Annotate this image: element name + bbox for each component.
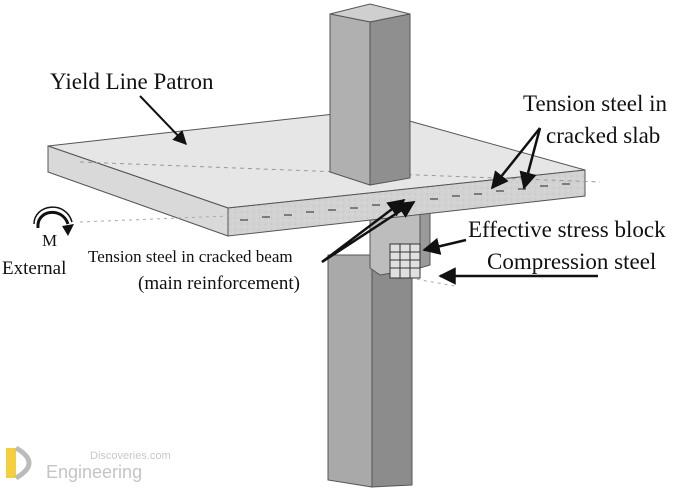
tension-slab-label-line2: cracked slab xyxy=(546,123,661,148)
engineering-discoveries-logo-icon xyxy=(6,445,32,481)
moment-arrow-icon xyxy=(33,206,74,236)
yield-line-leader xyxy=(139,95,187,146)
compression-steel-block xyxy=(389,243,421,279)
tension-beam-label-line1: Tension steel in cracked beam xyxy=(88,247,293,266)
compression-extension-line xyxy=(409,277,456,287)
beam-tension-leader-2 xyxy=(321,200,416,264)
watermark-line2: Engineering xyxy=(46,462,143,482)
yield-line xyxy=(79,161,601,183)
upper-column xyxy=(329,3,411,186)
slab-tension-leader-1 xyxy=(490,127,541,190)
yield-line-label: Yield Line Patron xyxy=(50,69,214,94)
lower-column xyxy=(327,249,413,488)
watermark-line1: Discoveries.com xyxy=(90,450,171,462)
tension-beam-label-line2: (main reinforcement) xyxy=(138,273,300,294)
stress-block-leader xyxy=(422,237,467,255)
tension-slab-label-line1: Tension steel in xyxy=(523,91,668,116)
external-label: External xyxy=(2,258,67,279)
slab-tension-leader-2 xyxy=(519,127,542,190)
effective-stress-label: Effective stress block xyxy=(468,217,666,242)
moment-symbol: M xyxy=(42,231,58,250)
compression-steel-label: Compression steel xyxy=(487,249,657,274)
